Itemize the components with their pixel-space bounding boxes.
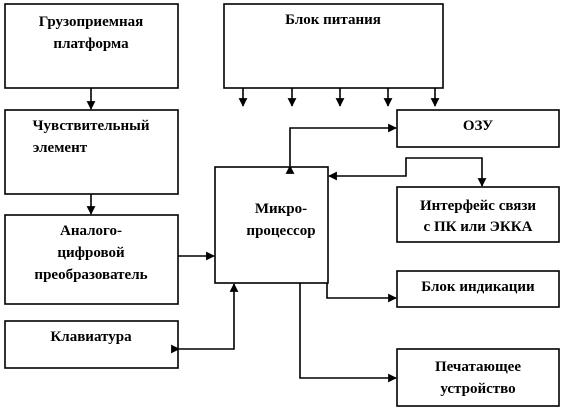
- block-adc: Аналого- цифровой преобразователь: [4, 214, 179, 305]
- block-cpu-label-2: процессор: [246, 223, 315, 239]
- block-keyboard: Клавиатура: [4, 320, 179, 369]
- block-display: Блок индикации: [396, 270, 560, 308]
- arrow-cpu-ram: [285, 123, 397, 174]
- block-cpu-label-1: Микро-: [255, 201, 307, 217]
- block-display-label: Блок индикации: [421, 279, 535, 295]
- block-platform: Грузоприемная платформа: [4, 3, 179, 89]
- block-printer-label-1: Печатающее: [435, 359, 521, 375]
- block-interface-label-2: с ПК или ЭККА: [424, 219, 533, 235]
- block-ram-label: ОЗУ: [463, 118, 493, 134]
- block-interface-label-1: Интерфейс связи: [420, 198, 536, 214]
- block-keyboard-label: Клавиатура: [50, 329, 132, 345]
- arrow-cpu-interface: [368, 157, 487, 187]
- block-power-label: Блок питания: [285, 12, 381, 28]
- block-power: Блок питания: [223, 3, 444, 89]
- arrow-cpu-to-printer: [299, 283, 397, 383]
- block-cpu: Микро- процессор: [214, 166, 329, 284]
- block-sensor-label-1: Чувствительный: [33, 118, 150, 134]
- block-adc-label-2: цифровой: [57, 245, 125, 261]
- block-printer-label-2: устройство: [440, 381, 515, 397]
- block-platform-label-2: платформа: [53, 36, 129, 52]
- block-ram: ОЗУ: [396, 109, 560, 148]
- block-adc-label-1: Аналого-: [60, 223, 122, 239]
- block-platform-label-1: Грузоприемная: [39, 14, 143, 30]
- arrow-cpu-to-display: [326, 283, 397, 303]
- block-adc-label-3: преобразователь: [34, 267, 147, 283]
- block-printer: Печатающее устройство: [396, 348, 560, 407]
- block-sensor: Чувствительный элемент: [4, 109, 179, 195]
- block-sensor-label-2: элемент: [33, 140, 88, 156]
- block-interface: Интерфейс связи с ПК или ЭККА: [396, 186, 560, 243]
- arrow-keyboard-cpu: [171, 283, 239, 354]
